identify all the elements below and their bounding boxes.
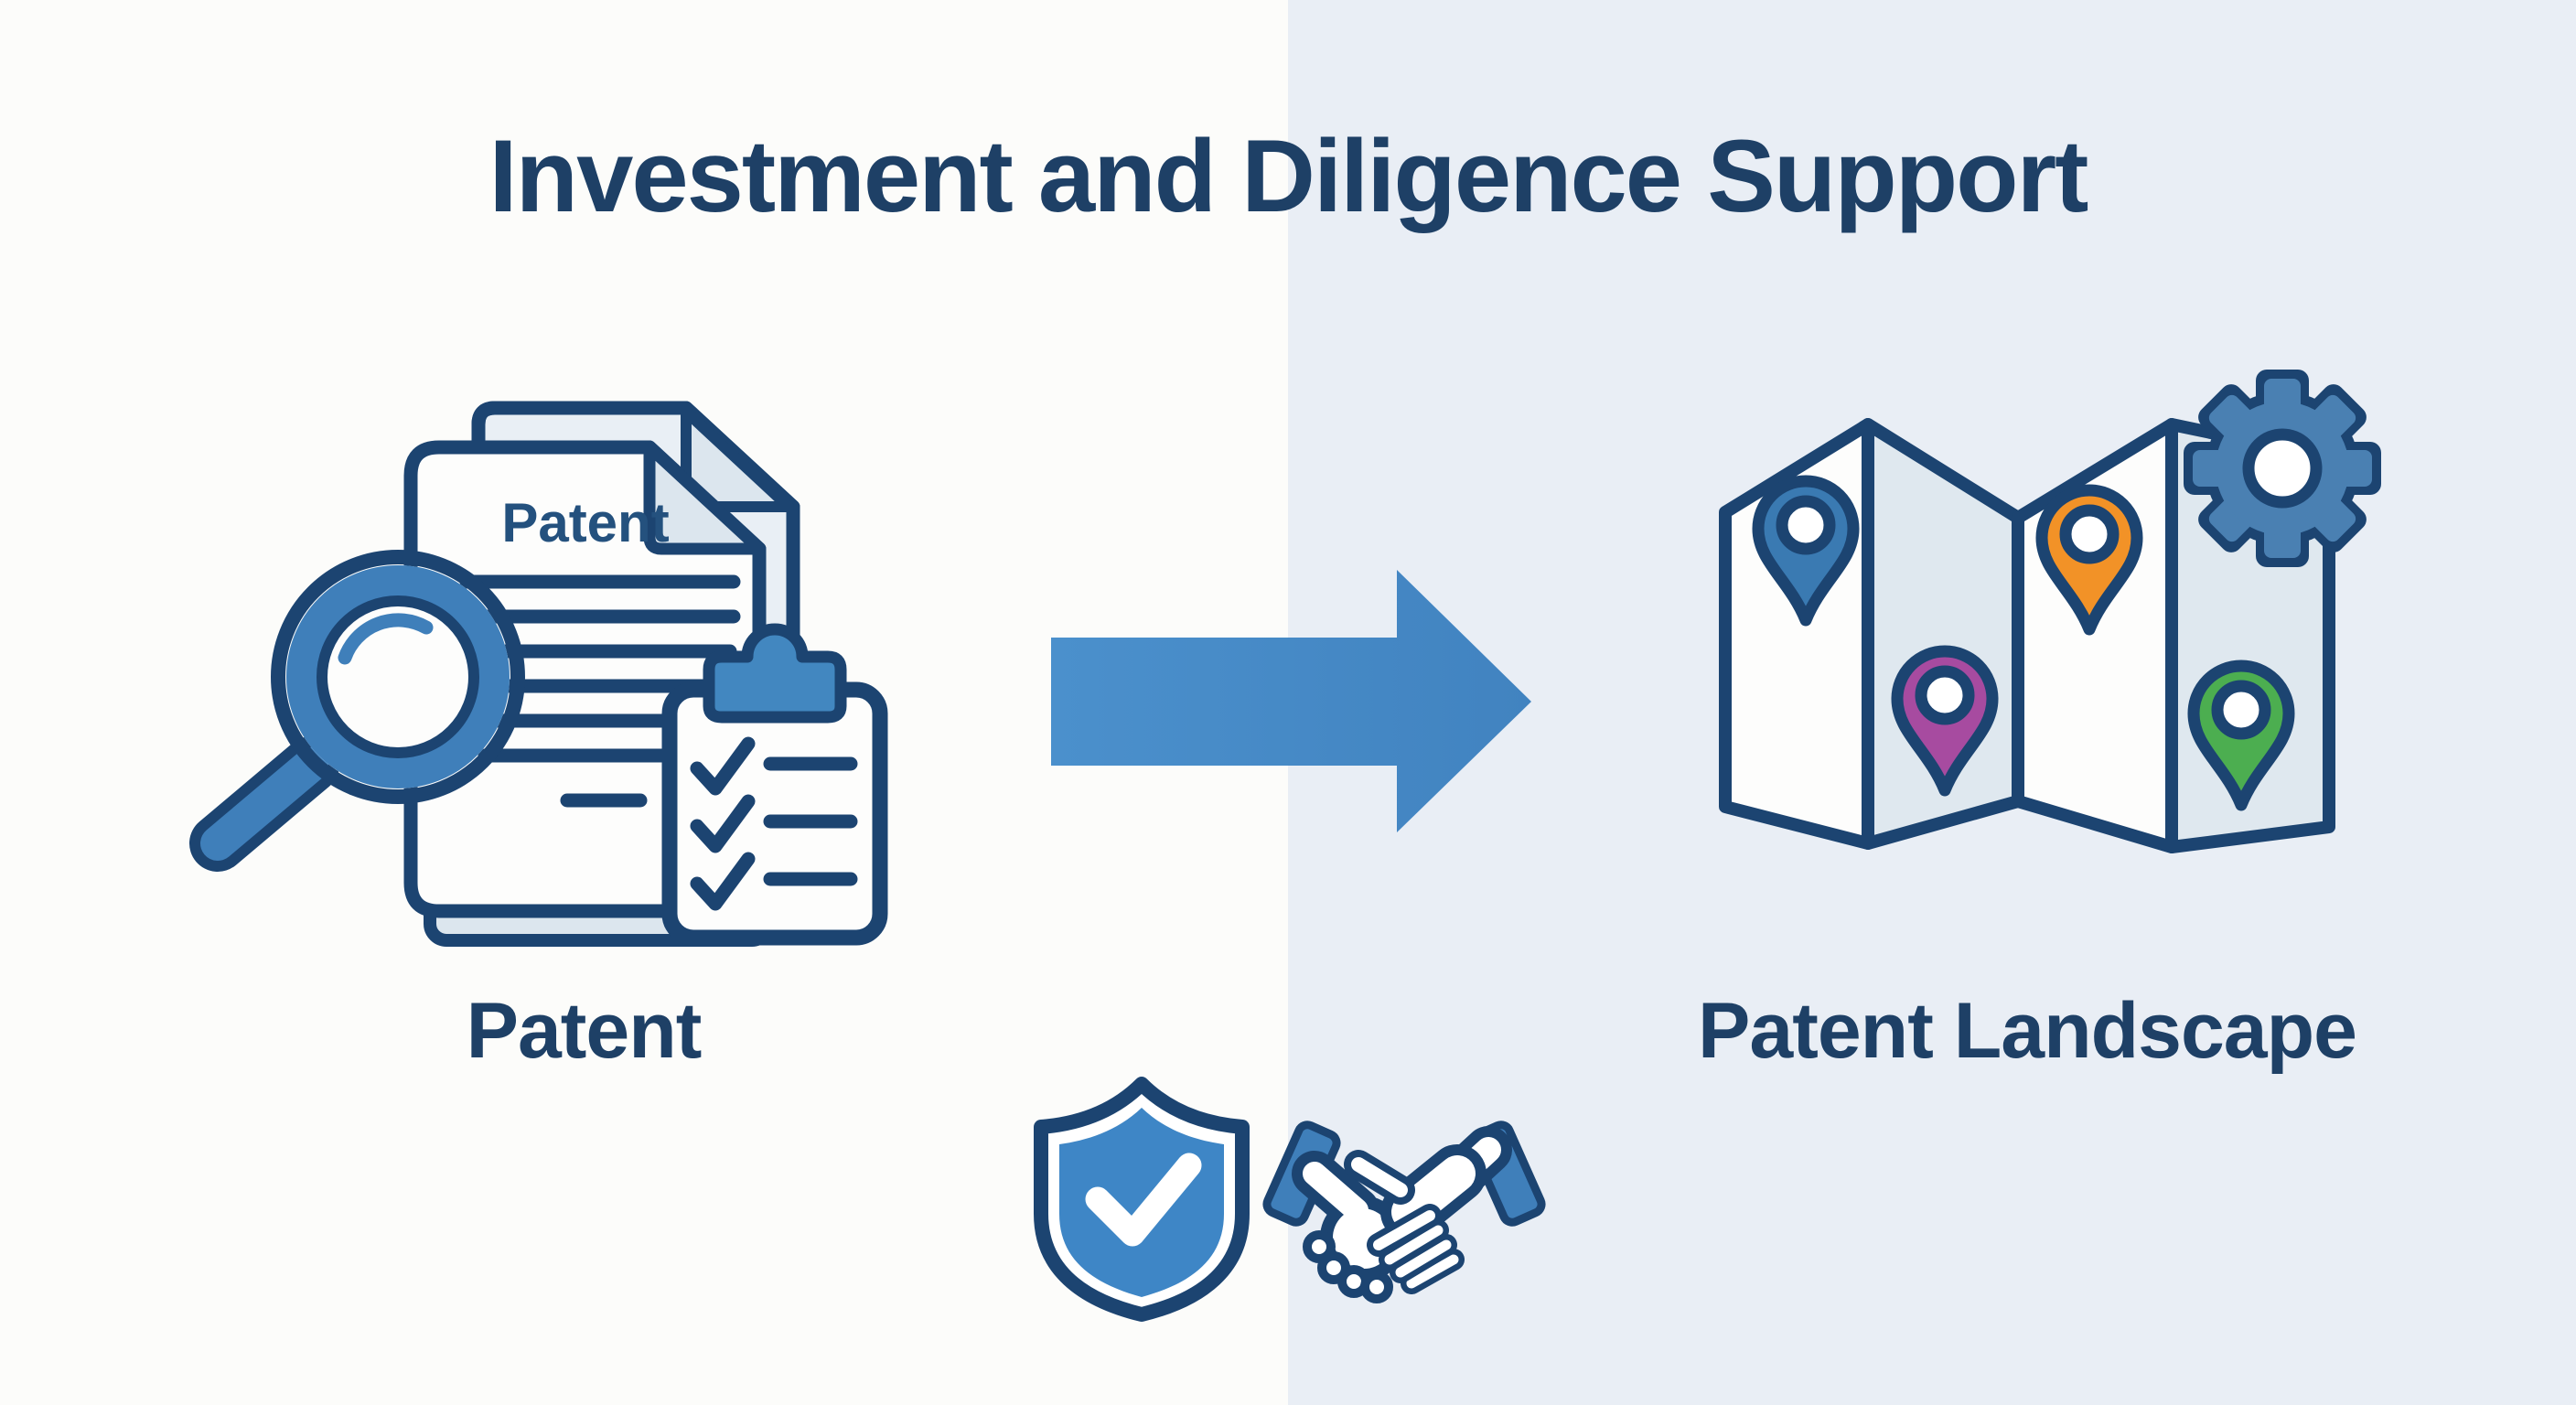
patent-document-search-icon: Patent bbox=[189, 401, 888, 947]
handshake-knuckles bbox=[1303, 1230, 1393, 1303]
page-title: Investment and Diligence Support bbox=[488, 119, 2089, 233]
map-pin-purple-icon bbox=[1891, 645, 1999, 797]
gear-icon bbox=[2184, 370, 2381, 567]
check-mark-icon bbox=[1085, 1153, 1202, 1247]
arrow-right-icon bbox=[1051, 570, 1531, 832]
map-pin-orange-icon bbox=[2035, 484, 2143, 636]
handshake-icon bbox=[1262, 1121, 1546, 1303]
map-pin-blue-icon bbox=[1752, 475, 1860, 627]
patent-landscape-map-icon bbox=[1719, 370, 2381, 853]
magnifier-icon bbox=[189, 550, 525, 872]
checklist-rows bbox=[690, 736, 858, 911]
checklist-clipboard-icon bbox=[661, 623, 888, 946]
map-pin-green-icon bbox=[2187, 660, 2295, 811]
document-title-text: Patent bbox=[501, 492, 669, 553]
right-section-label: Patent Landscape bbox=[1698, 987, 2357, 1075]
left-section-label: Patent bbox=[466, 987, 703, 1075]
shield-check-icon bbox=[1034, 1077, 1250, 1322]
